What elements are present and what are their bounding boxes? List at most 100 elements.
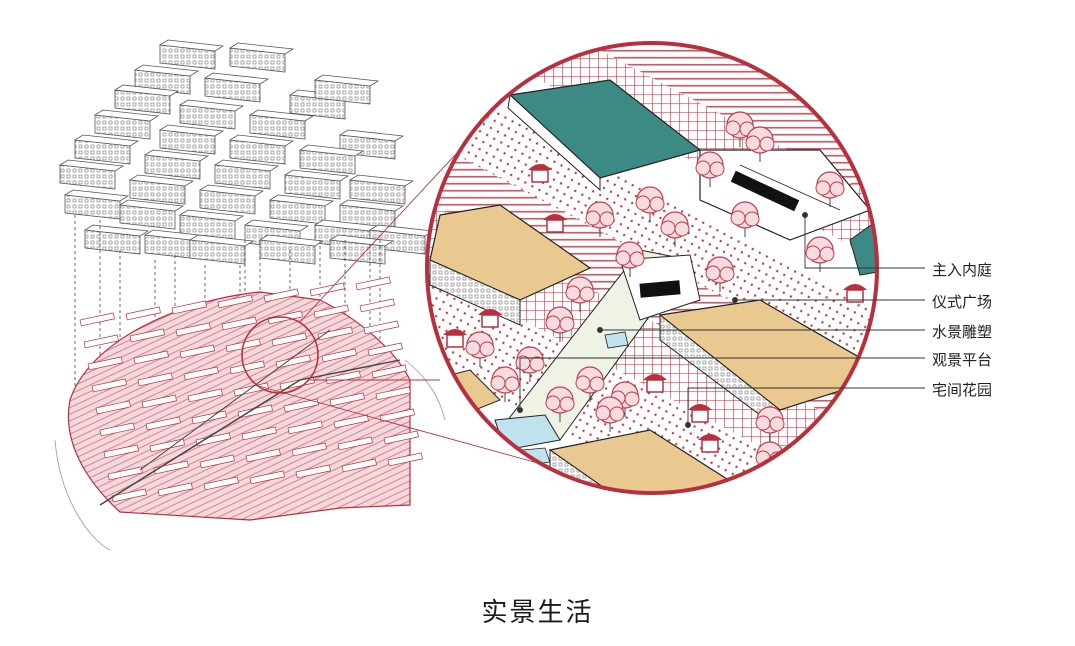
tan-roof-left [429, 204, 592, 301]
pavilion [478, 309, 502, 328]
site-building [275, 354, 311, 369]
building-block [133, 64, 200, 95]
building-block [73, 134, 140, 165]
site-building [199, 454, 235, 469]
site-building [99, 422, 135, 437]
site-building [141, 394, 177, 409]
tree [815, 171, 845, 207]
focus-circle [241, 316, 319, 394]
site-building [183, 366, 219, 381]
pavilion [843, 284, 867, 303]
tree [575, 366, 605, 402]
building-block [198, 184, 265, 215]
tree [805, 236, 835, 272]
building-block [203, 72, 270, 103]
pavilion [543, 214, 567, 233]
site-building [145, 416, 181, 431]
tree [755, 406, 785, 442]
site-building [329, 392, 365, 407]
tree [515, 346, 545, 382]
site-building [355, 276, 391, 291]
site-building [175, 322, 211, 337]
site-building [249, 470, 285, 485]
garden-pavilions [443, 164, 867, 453]
site-building [341, 458, 377, 473]
pavilion [688, 404, 712, 423]
site-building [313, 304, 349, 319]
site-building [379, 408, 415, 423]
site-building [375, 386, 411, 401]
tree [465, 331, 495, 367]
site-building [229, 360, 265, 375]
landscape-trees [465, 111, 845, 477]
tree [565, 276, 595, 312]
site-building [359, 298, 395, 313]
site-building [271, 332, 307, 347]
site-building [79, 312, 115, 327]
building-block [58, 159, 125, 190]
site-building [111, 488, 147, 503]
site-building [149, 438, 185, 453]
building-block [178, 99, 245, 130]
tree [595, 396, 625, 432]
site-building [203, 476, 239, 491]
tree [725, 111, 755, 147]
site-building [283, 398, 319, 413]
exploded-building-blocks [58, 39, 435, 265]
site-building [125, 306, 161, 321]
site-building [157, 482, 193, 497]
building-block [298, 144, 365, 175]
site-plan [54, 276, 446, 551]
site-building [195, 432, 231, 447]
pavilion [528, 164, 552, 183]
site-building [309, 282, 345, 297]
building-block [158, 39, 225, 70]
site-building [91, 378, 127, 393]
site-building [129, 328, 165, 343]
site-building [221, 316, 257, 331]
building-block [158, 124, 225, 155]
building-block [93, 109, 160, 140]
site-building [387, 452, 423, 467]
building-block [228, 42, 295, 73]
site-building [241, 426, 277, 441]
site-building [321, 348, 357, 363]
label-garden-between-houses: 宅间花园 [932, 381, 993, 399]
building-block [118, 199, 185, 230]
tree [585, 201, 615, 237]
tree [705, 256, 735, 292]
tree [545, 386, 575, 422]
site-building [137, 372, 173, 387]
site-building [103, 444, 139, 459]
site-building-rows [79, 276, 423, 503]
site-building [83, 334, 119, 349]
building-block [83, 224, 150, 255]
site-building [107, 466, 143, 481]
tree [635, 186, 665, 222]
building-block [143, 149, 210, 180]
site-building [367, 342, 403, 357]
diagram-caption: 实景生活 [481, 598, 594, 628]
site-building [187, 388, 223, 403]
site-building [245, 448, 281, 463]
site-building [317, 326, 353, 341]
building-block [328, 234, 395, 265]
label-water-sculpture: 水景雕塑 [932, 323, 993, 341]
site-building [87, 356, 123, 371]
tree [545, 306, 575, 342]
pavilion [643, 374, 667, 393]
site-building [337, 436, 373, 451]
tree [660, 211, 690, 247]
site-building [263, 288, 299, 303]
building-block [213, 159, 280, 190]
building-block [188, 234, 255, 265]
tree [610, 381, 640, 417]
building-block [128, 174, 195, 205]
site-building [333, 414, 369, 429]
site-building [291, 442, 327, 457]
tan-roof-bottom [548, 429, 762, 493]
site-building [371, 364, 407, 379]
building-block [248, 109, 315, 140]
site-building [191, 410, 227, 425]
tree [490, 366, 520, 402]
